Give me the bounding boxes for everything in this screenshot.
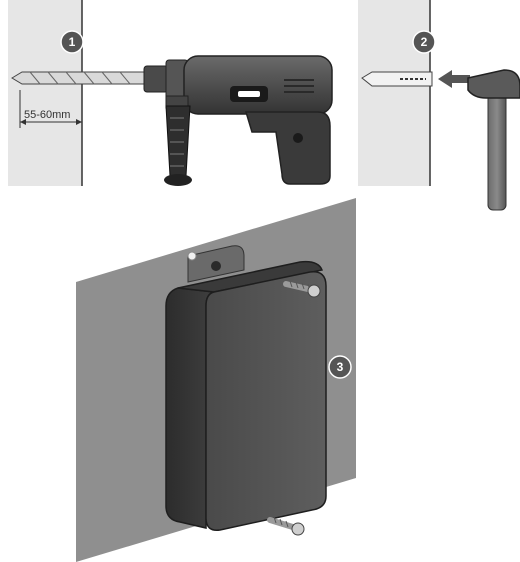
wall-plug-anchor (361, 71, 433, 87)
power-drill (143, 55, 333, 186)
panel-anchor: 2 (358, 0, 520, 211)
step-number-3: 3 (337, 360, 344, 374)
junction-box (165, 260, 327, 531)
screw-top (283, 280, 321, 298)
mounting-ear-top (187, 245, 245, 283)
depth-label: 55-60mm (24, 109, 70, 121)
depth-dimension: 55-60mm (19, 90, 83, 128)
step-badge-3: 3 (328, 355, 352, 379)
panel-mounting: 3 (76, 198, 356, 562)
drill-bit (11, 71, 149, 85)
wall-section-2 (358, 0, 430, 186)
step-badge-1: 1 (60, 30, 84, 54)
hammer (467, 69, 520, 211)
arrow-icon (438, 70, 470, 88)
step-badge-2: 2 (412, 30, 436, 54)
panel-drilling: 55-60mm 1 (8, 0, 333, 186)
step-number-1: 1 (69, 35, 76, 49)
wall-section-1 (8, 0, 82, 186)
step-number-2: 2 (421, 35, 428, 49)
screw-bottom (267, 516, 305, 536)
